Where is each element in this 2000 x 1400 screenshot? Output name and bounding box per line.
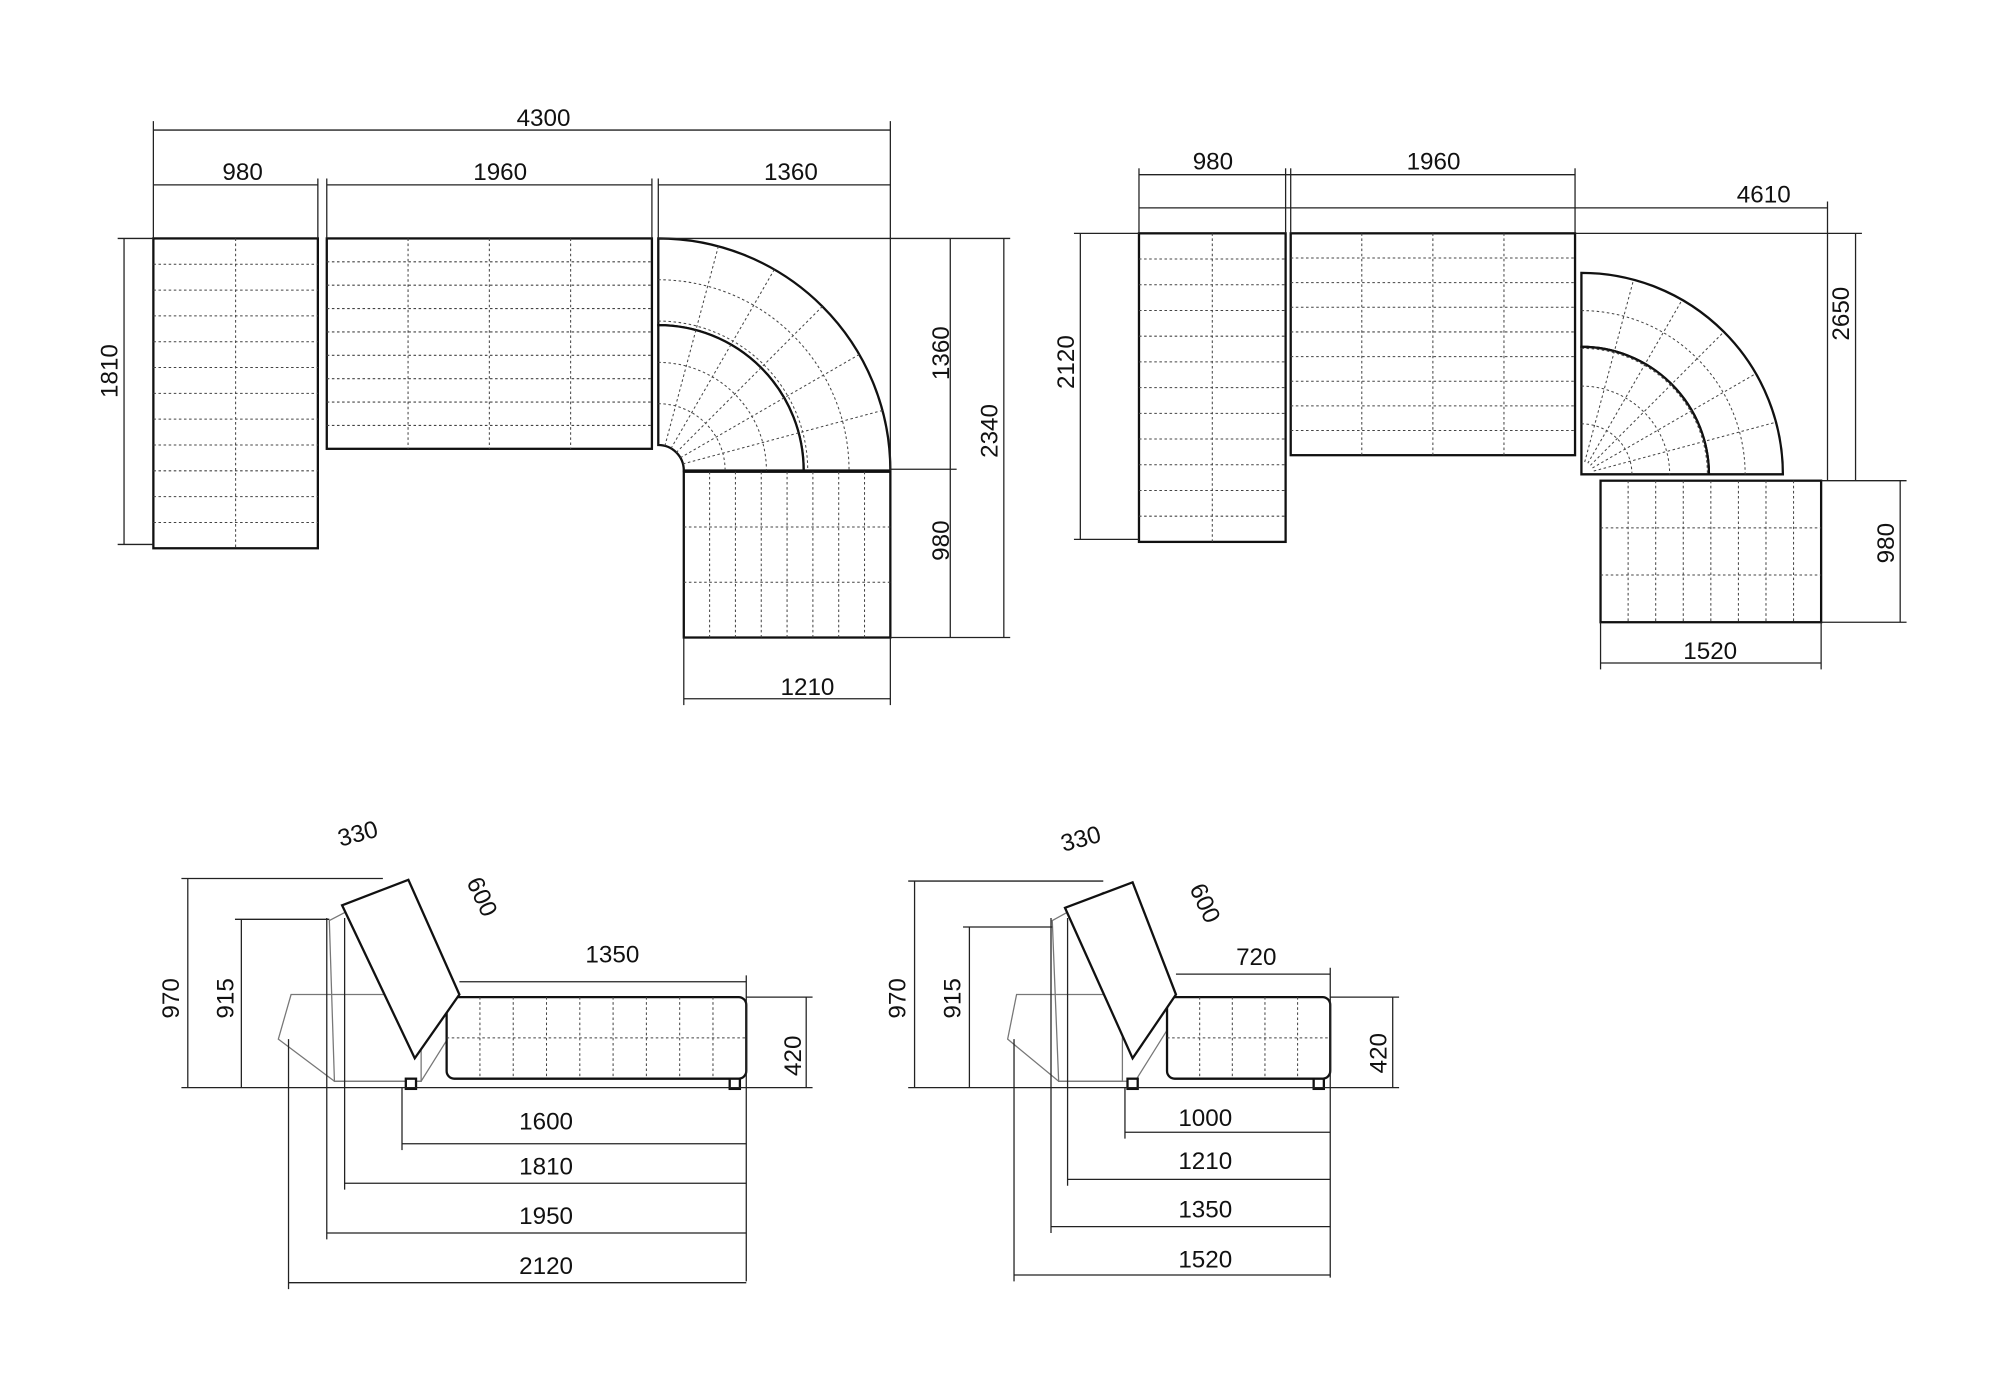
side-b-backrest xyxy=(1063,880,1178,1061)
dim-side-b-width-2: 1210 xyxy=(1178,1148,1232,1175)
dim-side-b-width-4: 1520 xyxy=(1178,1246,1232,1273)
dim-plan-a-overall-depth: 2340 xyxy=(976,404,1003,458)
side-view-a: 330 600 1350 420 970 915 1600 1810 1950 … xyxy=(158,816,813,1290)
cushion-seam xyxy=(1593,421,1777,472)
dim-side-b-back-height: 600 xyxy=(1184,879,1226,927)
dim-side-a-seat-length: 1350 xyxy=(585,942,639,969)
dim-side-a-back-height: 600 xyxy=(461,873,503,921)
dim-plan-a-width-2: 1960 xyxy=(473,159,527,186)
dim-side-a-back-thickness: 330 xyxy=(335,816,381,853)
dim-plan-a-width-3: 1360 xyxy=(764,159,818,186)
dim-plan-a-overall-width: 4300 xyxy=(517,105,571,132)
plan-b: 980 1960 4610 2120 2650 980 1520 xyxy=(1053,149,1907,670)
dim-side-a-width-4: 2120 xyxy=(519,1253,573,1280)
dim-plan-b-overall-width: 4610 xyxy=(1737,182,1791,209)
dim-side-b-overall-height: 970 xyxy=(885,978,912,1018)
plan-b-cushion-grid xyxy=(1138,233,1822,623)
cushion-seam xyxy=(1581,310,1746,475)
side-b-ghost-seat xyxy=(1006,993,1124,1082)
dim-side-a-width-2: 1810 xyxy=(519,1153,573,1180)
plan-a: 4300 980 1960 1360 1810 1360 2340 980 12… xyxy=(97,105,1011,706)
cushion-seam xyxy=(682,409,883,465)
dim-plan-a-bottom-depth: 980 xyxy=(928,520,955,560)
dim-plan-a-depth-left: 1810 xyxy=(97,344,124,398)
dim-side-b-back-thickness: 330 xyxy=(1058,821,1104,858)
cushion-seam xyxy=(658,320,809,471)
dim-plan-b-width-1: 980 xyxy=(1193,149,1233,176)
dim-side-a-width-1: 1600 xyxy=(519,1109,573,1136)
dim-plan-b-overall-depth: 2650 xyxy=(1828,287,1855,341)
dim-side-b-back-top-height: 915 xyxy=(939,978,966,1018)
dim-side-b-seat-length: 720 xyxy=(1236,944,1276,971)
dim-plan-b-width-2: 1960 xyxy=(1407,149,1461,176)
cushion-seam xyxy=(658,361,767,471)
cushion-seam xyxy=(670,269,775,449)
side-a-backrest xyxy=(340,878,461,1061)
dim-plan-b-depth-left: 2120 xyxy=(1053,335,1080,389)
cushion-seam xyxy=(1587,299,1683,464)
dim-plan-b-bottom-width: 1520 xyxy=(1683,638,1737,665)
cushion-seam xyxy=(1581,347,1708,475)
side-view-b: 330 600 720 420 970 915 1000 1210 1350 1… xyxy=(885,821,1400,1282)
side-b-leg xyxy=(1126,1077,1139,1091)
dim-side-a-width-3: 1950 xyxy=(519,1203,573,1230)
dim-plan-a-width-1: 980 xyxy=(222,159,262,186)
cushion-seam xyxy=(675,306,823,453)
dim-side-b-width-3: 1350 xyxy=(1178,1197,1232,1224)
cushion-seam xyxy=(658,403,726,471)
dim-side-b-seat-height: 420 xyxy=(1365,1033,1392,1073)
cushion-seam xyxy=(680,354,860,459)
cushion-seam xyxy=(1584,279,1635,463)
dim-side-a-seat-height: 420 xyxy=(780,1036,807,1076)
dim-plan-a-corner-depth: 1360 xyxy=(928,326,955,380)
cushion-seam xyxy=(658,279,850,471)
cushion-seam xyxy=(1590,331,1725,466)
cushion-seam xyxy=(1592,373,1757,469)
dim-plan-a-bottom-width: 1210 xyxy=(781,674,835,701)
dim-side-a-overall-height: 970 xyxy=(158,978,185,1018)
side-a-leg xyxy=(728,1077,742,1091)
side-a-leg xyxy=(404,1077,418,1091)
side-b-leg xyxy=(1312,1077,1326,1091)
dim-side-b-width-1: 1000 xyxy=(1178,1105,1232,1132)
plan-b-module-middle xyxy=(1289,232,1577,457)
cushion-seam xyxy=(664,246,719,446)
dim-side-a-back-top-height: 915 xyxy=(213,978,240,1018)
dim-plan-b-bottom-depth: 980 xyxy=(1873,523,1900,563)
plan-a-cushion-grid xyxy=(153,238,891,638)
